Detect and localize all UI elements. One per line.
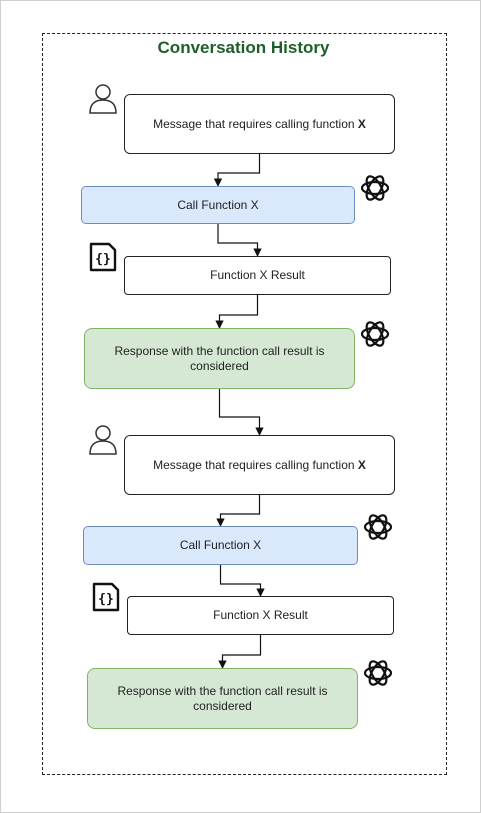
diagram-title: Conversation History xyxy=(157,38,330,57)
response-text: Response with the function call result i… xyxy=(114,343,325,373)
svg-text:{}: {} xyxy=(98,592,114,607)
flow-connector-arrow xyxy=(218,635,262,669)
openai-logo-icon xyxy=(360,321,390,347)
user-icon xyxy=(89,425,117,455)
flow-connector-arrow xyxy=(218,389,264,436)
message-emphasis: X xyxy=(357,116,366,131)
openai-logo-icon xyxy=(363,514,393,540)
response-text: Response with the function call result i… xyxy=(117,683,328,713)
flow-connector-arrow xyxy=(219,565,265,597)
flow-connector-arrow xyxy=(216,495,261,527)
conversation-history-container xyxy=(42,33,447,775)
message-box: Message that requires calling function X xyxy=(124,94,395,154)
response-box: Response with the function call result i… xyxy=(84,328,355,389)
message-text: Message that requires calling function xyxy=(153,116,358,131)
function-result-text: Function X Result xyxy=(210,268,305,282)
response-box: Response with the function call result i… xyxy=(87,668,358,729)
message-emphasis: X xyxy=(357,457,366,472)
call-function-box: Call Function X xyxy=(83,526,358,565)
flow-connector-arrow xyxy=(213,154,261,187)
call-function-text: Call Function X xyxy=(177,197,259,212)
call-function-text: Call Function X xyxy=(179,538,262,552)
user-icon xyxy=(89,84,117,114)
function-result-box: Function X Result xyxy=(124,256,391,295)
call-function-box: Call Function X xyxy=(81,186,355,224)
openai-logo-icon xyxy=(360,175,390,201)
function-braces-icon: {} xyxy=(89,242,117,272)
function-braces-icon: {} xyxy=(92,582,120,612)
message-text: Message that requires calling function xyxy=(153,457,358,472)
openai-logo-icon xyxy=(363,660,393,686)
function-result-text: Function X Result xyxy=(213,608,308,622)
flow-connector-arrow xyxy=(215,295,259,329)
function-result-box: Function X Result xyxy=(127,596,394,635)
flow-connector-arrow xyxy=(217,224,262,257)
message-box: Message that requires calling function X xyxy=(124,435,395,495)
svg-text:{}: {} xyxy=(95,252,111,267)
